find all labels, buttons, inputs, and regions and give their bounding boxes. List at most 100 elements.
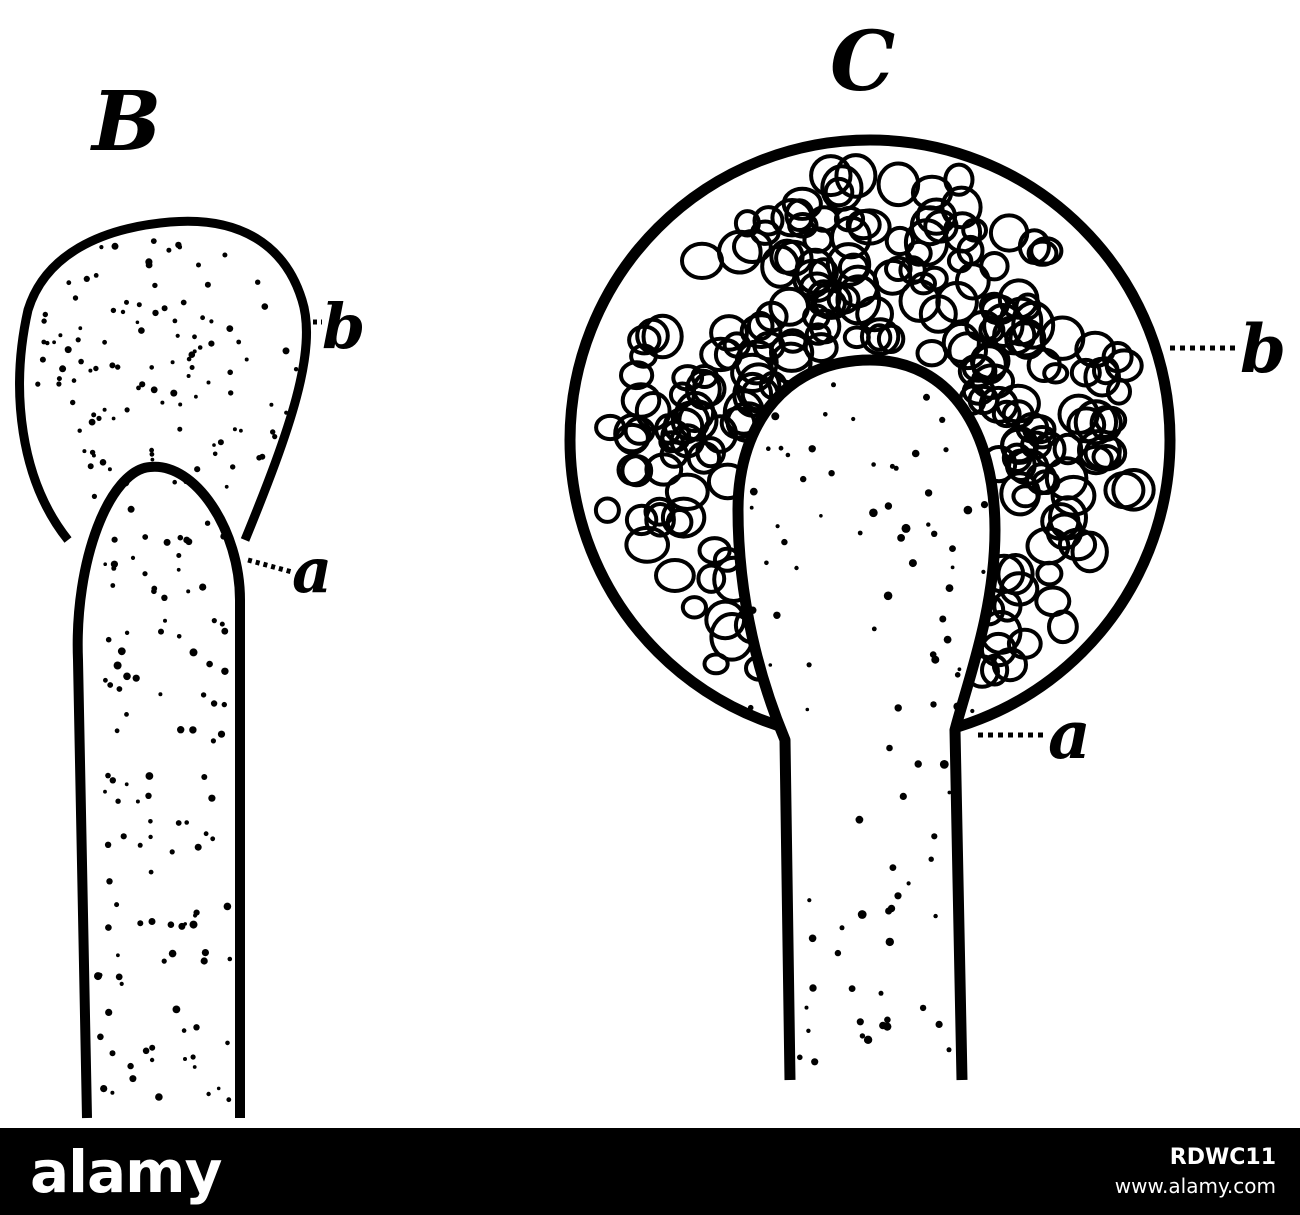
- stipple-dot: [199, 583, 207, 591]
- stipple-dot: [183, 1057, 187, 1061]
- spore-cell: [837, 252, 870, 282]
- stipple-dot: [107, 682, 114, 688]
- stipple-dot: [201, 949, 209, 957]
- stipple-dot: [857, 530, 863, 536]
- spore-cell: [947, 331, 989, 371]
- stipple-dot: [91, 412, 97, 418]
- stipple-dot: [104, 841, 112, 848]
- stipple-dot: [142, 571, 148, 577]
- stipple-dot: [89, 449, 96, 456]
- stipple-dot: [210, 836, 216, 842]
- stipple-dot: [807, 898, 812, 903]
- stipple-dot: [887, 904, 896, 913]
- stipple-dot: [809, 984, 817, 992]
- stipple-dot: [114, 728, 120, 734]
- stipple-dot: [222, 252, 228, 258]
- spore-cell: [1044, 456, 1089, 501]
- stipple-dot: [102, 339, 107, 345]
- stipple-dot: [834, 949, 842, 957]
- stipple-dot: [857, 910, 867, 919]
- spore-cell: [1066, 406, 1107, 444]
- stipple-dot: [41, 339, 47, 345]
- stipple-dot: [851, 416, 856, 422]
- stipple-dot: [894, 892, 902, 900]
- stipple-dot: [255, 279, 261, 285]
- stipple-dot: [142, 1047, 150, 1055]
- spore-cell: [659, 440, 689, 469]
- stipple-dot: [109, 1050, 116, 1057]
- stipple-dot: [768, 663, 773, 667]
- panel-c-columella-outline: [732, 354, 1001, 1081]
- stipple-dot: [189, 726, 197, 734]
- stipple-dot: [230, 464, 236, 470]
- stipple-dot: [148, 869, 154, 875]
- panel-c-columella: [732, 354, 1001, 1081]
- stipple-dot: [110, 1090, 115, 1095]
- stipple-dot: [105, 924, 112, 931]
- stipple-dot: [764, 560, 769, 566]
- stipple-dot: [115, 364, 121, 370]
- spore-cell: [845, 209, 882, 241]
- spore-cell: [685, 368, 722, 411]
- spore-cell: [644, 502, 676, 538]
- stipple-dot: [39, 356, 46, 363]
- stipple-dot: [217, 730, 226, 738]
- spore-cell: [769, 238, 805, 275]
- stipple-dot: [188, 351, 196, 359]
- stipple-dot: [954, 672, 961, 678]
- stipple-dot: [806, 662, 812, 668]
- stipple-dot: [203, 831, 209, 837]
- stipple-dot: [884, 1016, 891, 1024]
- spore-cell: [624, 503, 659, 537]
- stipple-dot: [97, 972, 103, 978]
- panel-b-head-stipple: [35, 238, 299, 499]
- stipple-dot: [71, 378, 77, 383]
- stipple-dot: [775, 524, 780, 529]
- stipple-dot: [111, 242, 119, 250]
- spore-cell: [752, 205, 785, 237]
- stipple-dot: [189, 365, 195, 370]
- stipple-dot: [149, 1057, 155, 1063]
- stipple-dot: [771, 412, 780, 421]
- stipple-dot: [163, 618, 167, 623]
- stipple-dot: [232, 427, 237, 432]
- stipple-dot: [52, 340, 56, 345]
- stipple-dot: [115, 973, 123, 981]
- stipple-dot: [886, 744, 893, 752]
- stipple-dot: [771, 707, 780, 716]
- stipple-dot: [178, 402, 183, 407]
- stipple-dot: [149, 1044, 156, 1051]
- stipple-dot: [136, 302, 142, 308]
- stipple-dot: [272, 434, 278, 440]
- stipple-dot: [914, 760, 922, 768]
- spore-cell: [709, 314, 749, 352]
- stipple-dot: [926, 522, 931, 527]
- spore-cell: [680, 241, 724, 280]
- stipple-dot: [64, 346, 72, 354]
- stipple-dot: [794, 565, 799, 571]
- spore-cell: [988, 213, 1030, 253]
- stipple-dot: [106, 878, 113, 885]
- spore-cell: [686, 441, 722, 475]
- spore-cell: [769, 331, 815, 373]
- stipple-dot: [176, 567, 181, 572]
- stipple-dot: [88, 368, 93, 373]
- spore-cell: [1042, 362, 1070, 385]
- stipple-dot: [256, 455, 262, 461]
- stipple-dot: [89, 537, 96, 544]
- spore-cell: [695, 436, 727, 469]
- spore-cell: [1069, 357, 1102, 388]
- stipple-dot: [808, 934, 817, 943]
- stipple-dot: [175, 333, 180, 338]
- stipple-dot: [931, 655, 940, 664]
- stipple-dot: [201, 774, 208, 780]
- stipple-dot: [894, 704, 902, 712]
- spore-cell: [658, 430, 685, 454]
- stipple-dot: [261, 303, 269, 310]
- stipple-dot: [75, 337, 81, 343]
- stipple-dot: [871, 626, 877, 632]
- stipple-dot: [180, 299, 187, 306]
- stipple-dot: [70, 399, 76, 406]
- spore-cell: [808, 257, 839, 288]
- stipple-dot: [77, 428, 82, 433]
